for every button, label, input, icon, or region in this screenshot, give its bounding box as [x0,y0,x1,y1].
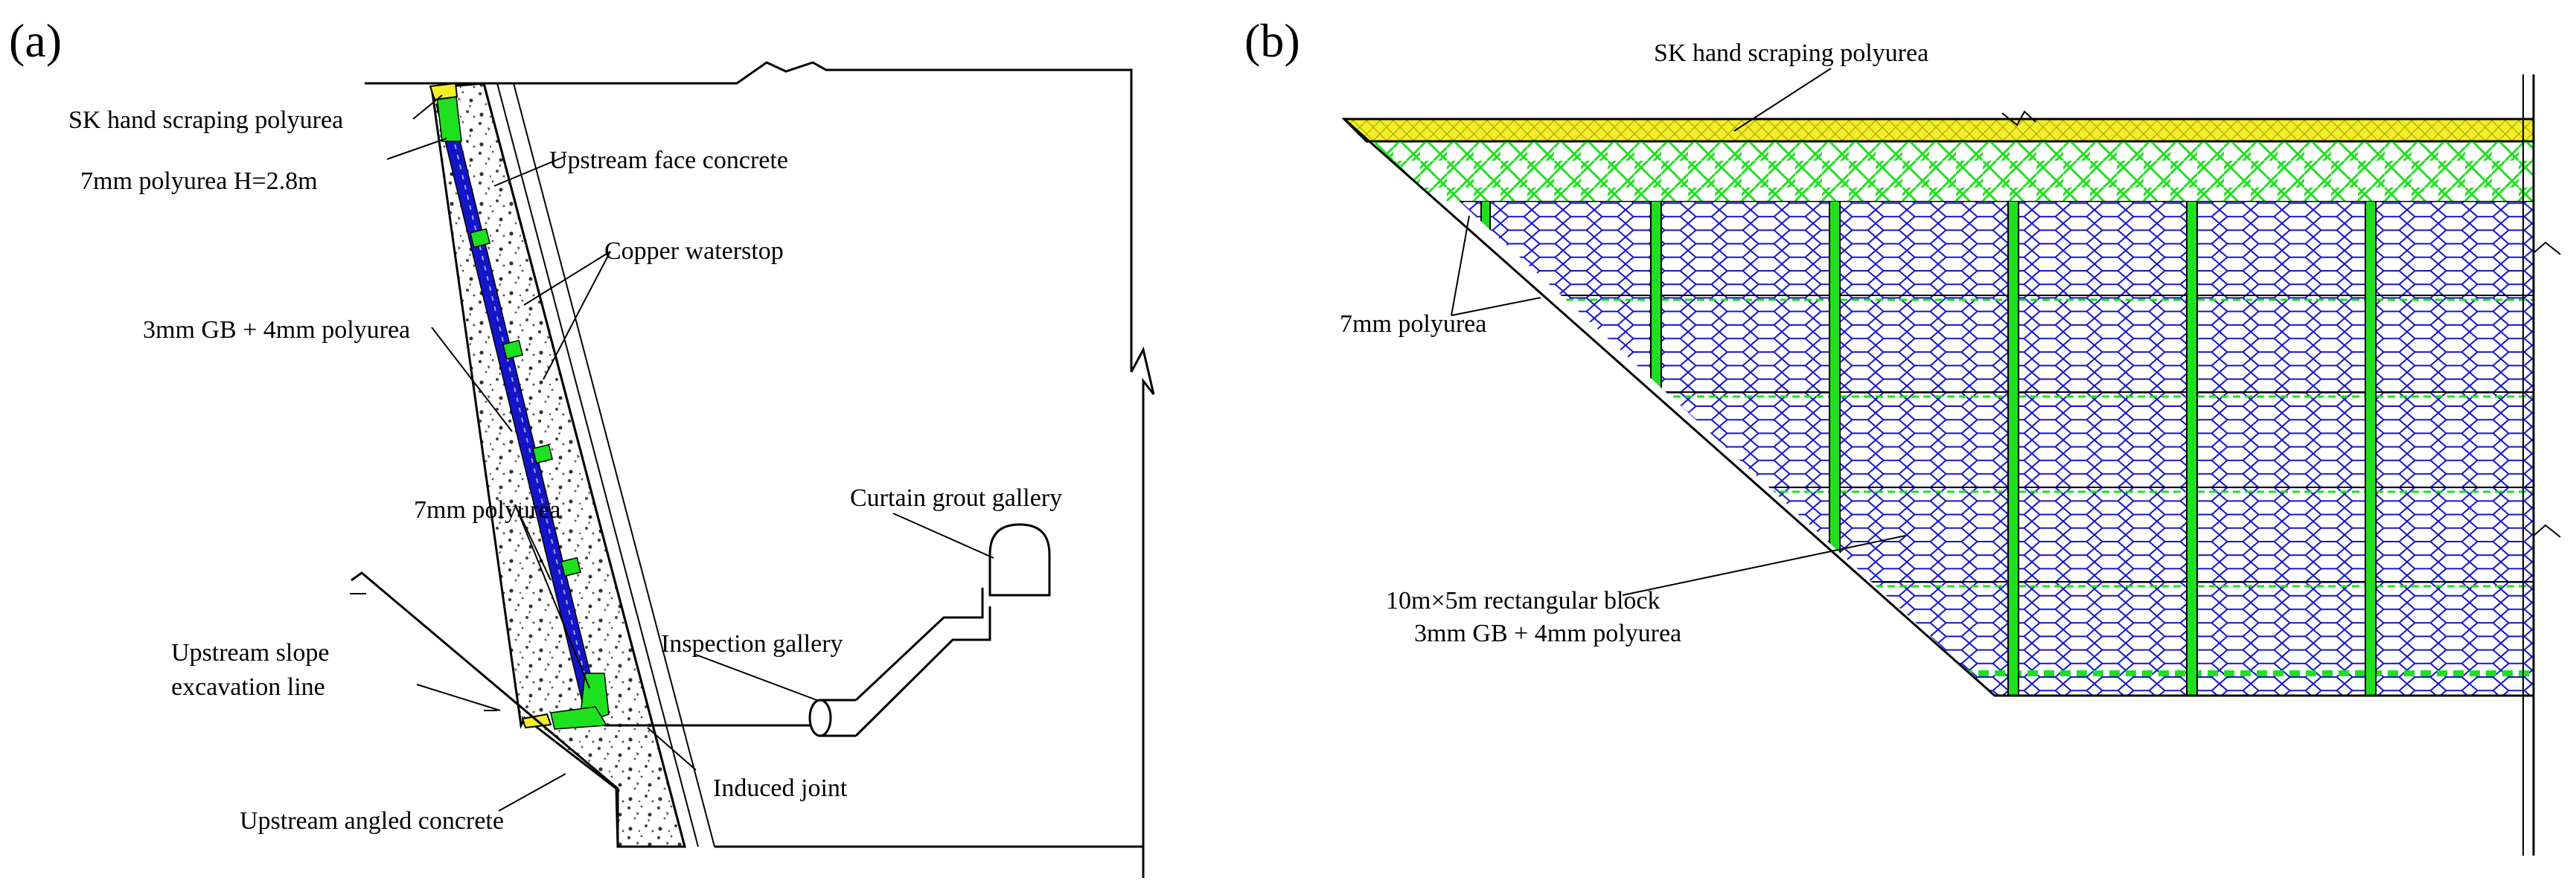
sk-polyurea-cap [429,82,458,101]
label-sk-polyurea-b: SK hand scraping polyurea [1654,39,1928,67]
label-7mm-polyurea-b: 7mm polyurea [1340,310,1486,338]
label-slope-excavation-1: Upstream slope [171,639,329,667]
panel-a-tag: (a) [9,14,62,67]
label-slope-excavation-2: excavation line [171,673,325,701]
leader-lines-b [1451,68,1906,596]
sk-polyurea-strip [1341,118,2535,143]
panel-a: (a) [9,14,1155,878]
label-sk-polyurea-a: SK hand scraping polyurea [68,106,343,134]
panel-b: (b) [1244,14,2561,856]
label-induced-joint: Induced joint [713,774,848,802]
label-7mm-polyurea-h: 7mm polyurea H=2.8m [80,167,318,195]
label-upstream-face-concrete: Upstream face concrete [549,147,788,174]
label-copper-waterstop: Copper waterstop [604,237,784,265]
label-gb-polyurea-a: 3mm GB + 4mm polyurea [143,316,410,344]
curtain-grout-gallery [988,523,1051,597]
label-inspection-gallery: Inspection gallery [661,630,843,658]
panel-b-tag: (b) [1244,14,1300,67]
label-7mm-polyurea-a: 7mm polyurea [414,496,560,524]
polyurea-patches [435,90,610,730]
inspection-gallery [808,588,991,737]
label-gb-polyurea-b: 3mm GB + 4mm polyurea [1414,620,1681,647]
leader-lines-a [386,94,994,812]
label-block-size: 10m×5m rectangular block [1386,587,1661,615]
label-upstream-angled-concrete: Upstream angled concrete [240,807,504,835]
label-curtain-grout-gallery: Curtain grout gallery [850,484,1062,512]
